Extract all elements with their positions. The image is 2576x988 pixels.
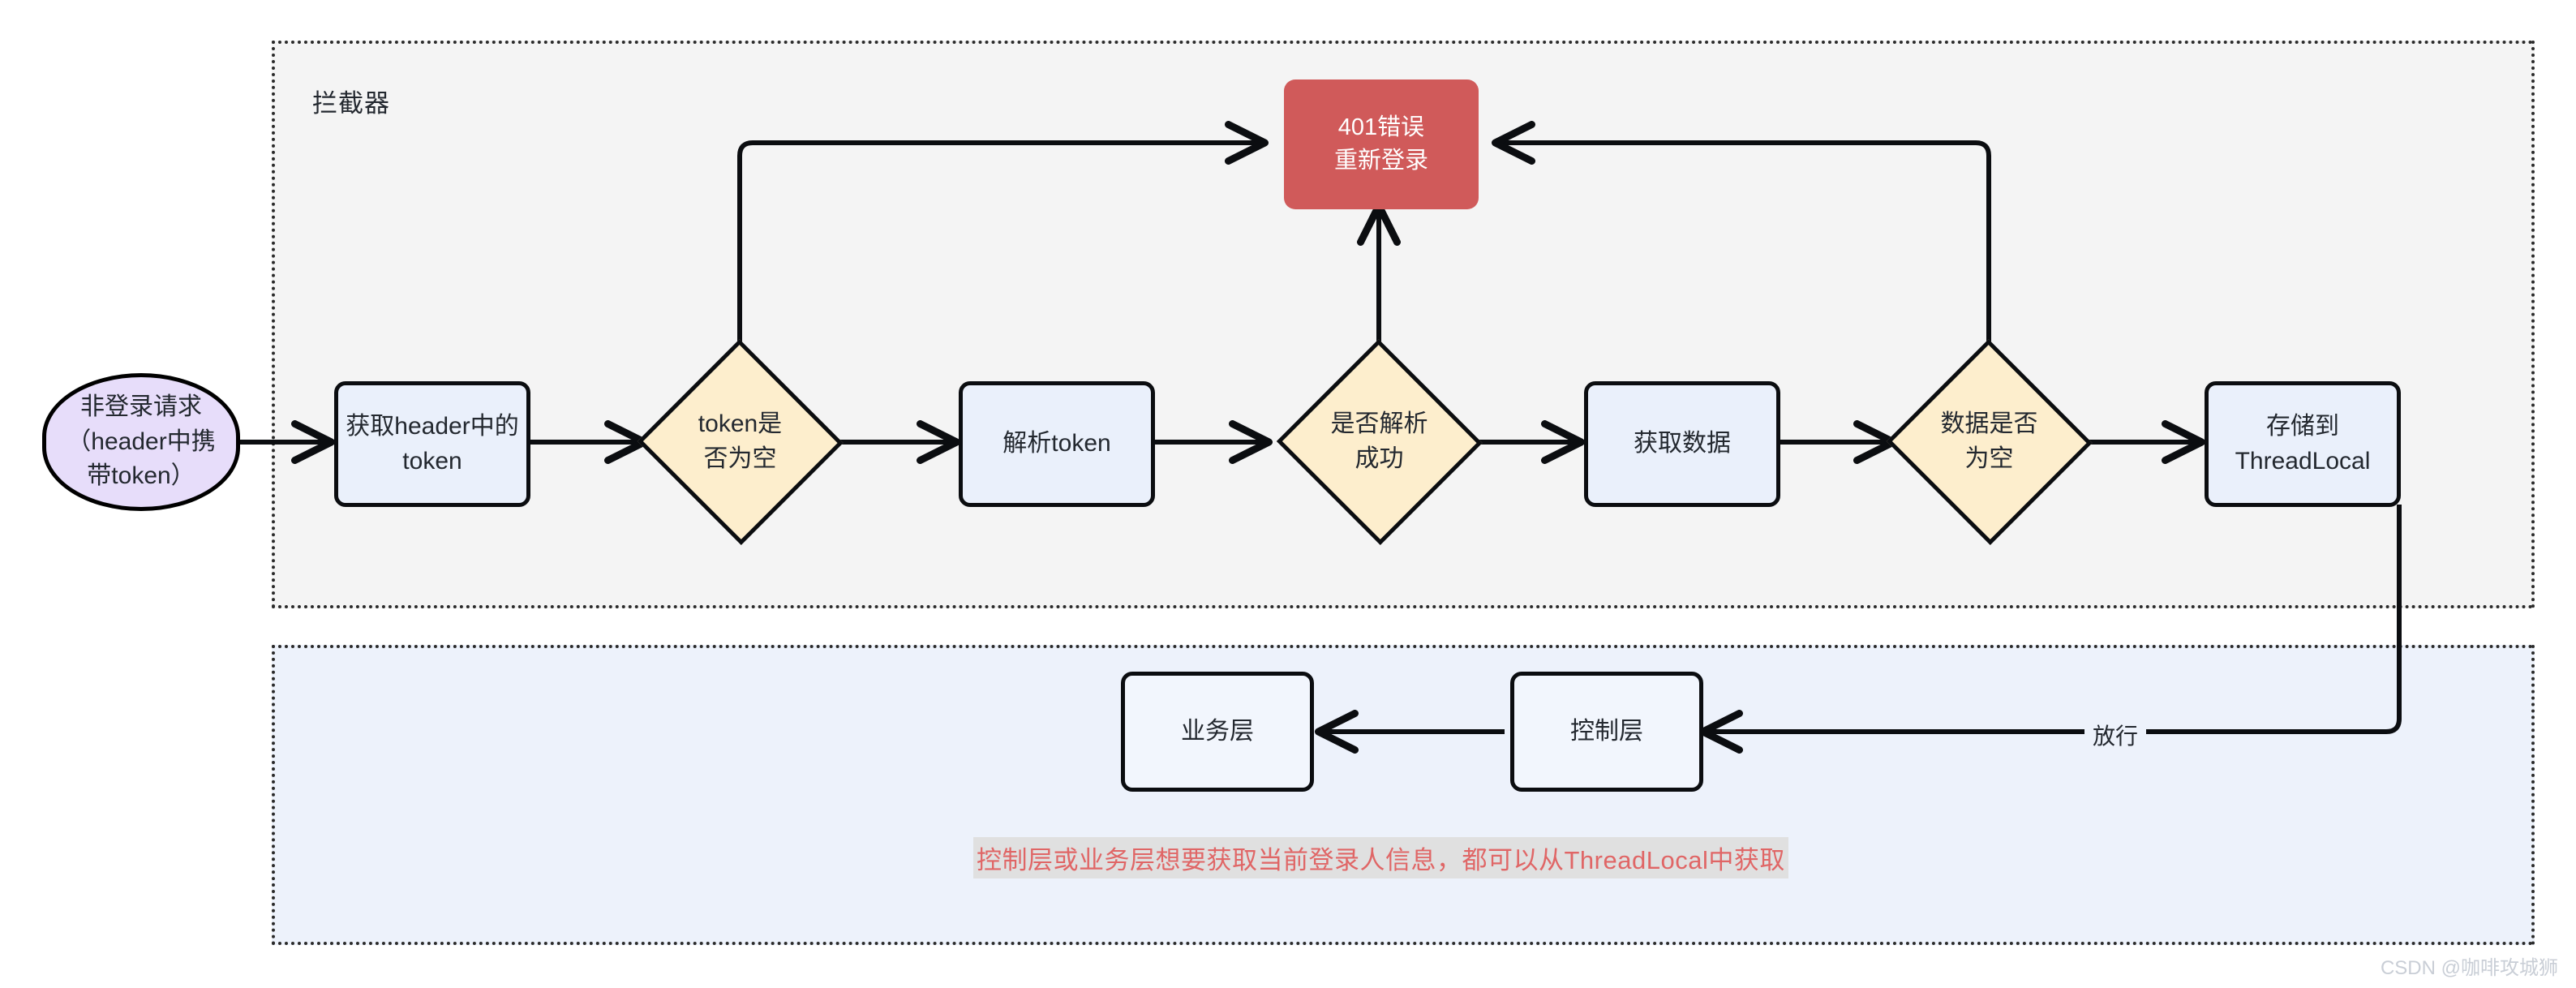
node-parse-ok[interactable]: 是否解析 成功 <box>1276 339 1483 545</box>
node-token-empty[interactable]: token是 否为空 <box>637 339 844 545</box>
lane-interceptor-label: 拦截器 <box>312 89 390 118</box>
node-parse-token-label: 解析token <box>1002 430 1111 457</box>
node-get-header-token[interactable]: 获取header中的 token <box>334 381 530 507</box>
node-fetch-data[interactable]: 获取数据 <box>1584 381 1780 507</box>
node-data-empty[interactable]: 数据是否 为空 <box>1886 339 2093 545</box>
node-service[interactable]: 业务层 <box>1121 672 1314 792</box>
node-data-empty-label: 数据是否 为空 <box>1940 410 2038 472</box>
node-parse-ok-label: 是否解析 成功 <box>1330 410 1428 472</box>
node-controller[interactable]: 控制层 <box>1510 672 1703 792</box>
node-error-401[interactable]: 401错误 重新登录 <box>1284 79 1479 209</box>
node-token-empty-label: token是 否为空 <box>698 410 783 472</box>
node-fetch-data-label: 获取数据 <box>1634 430 1731 457</box>
node-store-threadlocal-label: 存储到 ThreadLocal <box>2235 412 2371 475</box>
node-store-threadlocal[interactable]: 存储到 ThreadLocal <box>2205 381 2401 507</box>
node-service-label: 业务层 <box>1181 717 1254 745</box>
node-start-label: 非登录请求 （header中携 带token） <box>67 393 216 490</box>
node-start[interactable]: 非登录请求 （header中携 带token） <box>42 373 240 511</box>
node-error-401-label: 401错误 重新登录 <box>1333 114 1428 174</box>
node-controller-label: 控制层 <box>1570 717 1643 745</box>
annotation-note: 控制层或业务层想要获取当前登录人信息，都可以从ThreadLocal中获取 <box>973 837 1788 878</box>
watermark: CSDN @咖啡攻城狮 <box>2380 957 2558 979</box>
node-parse-token[interactable]: 解析token <box>959 381 1155 507</box>
edge-label-pass-through: 放行 <box>2084 719 2147 751</box>
node-get-header-token-label: 获取header中的 token <box>346 412 519 475</box>
lane-application <box>272 645 2535 945</box>
